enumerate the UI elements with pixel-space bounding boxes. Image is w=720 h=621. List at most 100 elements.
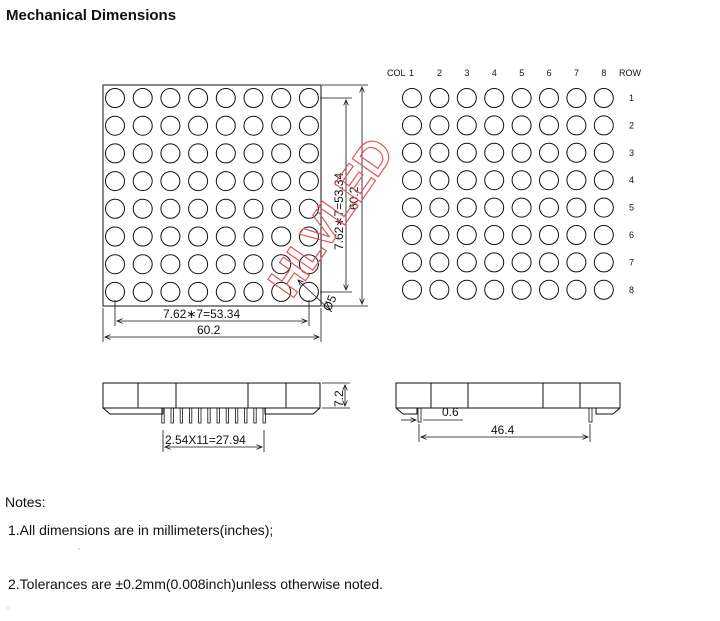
column-number: 1 — [409, 68, 414, 78]
pinout-dot — [511, 252, 532, 273]
led-dot — [243, 88, 264, 108]
led-dot-grid — [105, 88, 319, 302]
pinout-dot — [511, 197, 532, 218]
pinout-dot — [402, 279, 422, 300]
led-dot — [298, 226, 319, 247]
pinout-dot — [429, 197, 450, 218]
pin-pitch-label: 2.54X11=27.94 — [165, 433, 246, 447]
watermark-logo: HLVLED — [258, 128, 404, 306]
pinout-dot — [429, 279, 450, 300]
row-number: 7 — [629, 257, 634, 267]
pin — [207, 407, 211, 424]
pinout-dot — [484, 142, 505, 163]
led-dot — [105, 143, 125, 164]
row-number: 3 — [629, 148, 634, 158]
led-dot — [105, 254, 125, 275]
led-dot — [105, 198, 125, 219]
led-dot — [105, 88, 125, 108]
pinout-dot — [566, 279, 587, 300]
pin — [234, 407, 239, 424]
led-dot — [298, 115, 319, 136]
led-dot — [271, 88, 292, 108]
pinout-dot — [511, 225, 532, 245]
page-title: Mechanical Dimensions — [6, 7, 177, 24]
pinout-dot — [429, 142, 450, 163]
thickness-label: 7.2 — [332, 390, 346, 407]
pinout-dot — [511, 142, 532, 163]
pinout-dot — [566, 170, 587, 191]
pinout-dot — [539, 197, 559, 218]
pinout-dot — [429, 225, 450, 245]
led-dot — [215, 254, 236, 275]
pinout-dot — [593, 197, 614, 218]
led-dot — [271, 143, 292, 164]
pinout-dot — [539, 170, 559, 191]
led-dot — [298, 143, 319, 164]
led-dot — [132, 88, 153, 108]
pinout-dot — [539, 142, 559, 163]
led-dot — [271, 254, 292, 275]
led-dot — [215, 115, 236, 136]
column-number: 6 — [547, 68, 552, 78]
led-dot — [271, 171, 292, 192]
front-view: 7.62∗7=53.34 60.2 7.62∗7=53.34 60.2 Ø5 — [102, 84, 368, 342]
led-dot — [243, 198, 264, 219]
pin-span-label: 46.4 — [491, 423, 515, 437]
led-dot — [160, 143, 181, 164]
pinout-dot — [402, 142, 422, 163]
led-dot — [132, 143, 153, 164]
pinout-dot — [593, 142, 614, 163]
pinout-dot — [539, 225, 559, 245]
pinout-dot — [429, 170, 450, 191]
led-dot — [215, 88, 236, 108]
led-dot — [105, 281, 125, 302]
pinout-dot — [566, 197, 587, 218]
pin — [253, 407, 257, 424]
pinout-dot — [456, 142, 477, 163]
row-number: 4 — [629, 175, 634, 185]
led-dot — [160, 171, 181, 192]
led-dot — [188, 254, 209, 275]
column-number: 8 — [601, 68, 606, 78]
pin — [216, 407, 220, 424]
pinout-dot — [484, 252, 505, 273]
led-dot — [160, 115, 181, 136]
pitch-horizontal-label: 7.62∗7=53.34 — [163, 307, 240, 321]
led-dot — [243, 254, 264, 275]
pin — [225, 407, 229, 424]
row-number: 2 — [629, 120, 634, 130]
led-dot — [298, 88, 319, 108]
pinout-dot — [566, 142, 587, 163]
pinout-dot — [511, 170, 532, 191]
pin — [262, 407, 266, 424]
led-dot — [132, 254, 153, 275]
pinout-dot — [402, 197, 422, 218]
width-label: 60.2 — [197, 323, 221, 337]
pinout-dot — [456, 88, 477, 108]
led-dot — [132, 226, 153, 247]
led-dot — [243, 171, 264, 192]
led-dot — [160, 226, 181, 247]
pinout-dot — [593, 279, 614, 300]
led-dot — [271, 198, 292, 219]
column-number: 7 — [574, 68, 579, 78]
pinout-dot — [593, 115, 614, 136]
pinout-dot — [456, 197, 477, 218]
pinout-dot — [484, 88, 505, 108]
led-dot — [298, 171, 319, 192]
led-dot — [215, 198, 236, 219]
led-dot — [215, 143, 236, 164]
pinout-dot — [566, 115, 587, 136]
led-dot — [132, 198, 153, 219]
led-dot — [132, 171, 153, 192]
pinout-dot — [484, 279, 505, 300]
side-view-right: 0.6 46.4 — [395, 382, 621, 442]
led-dot — [160, 281, 181, 302]
pinout-dot — [484, 115, 505, 136]
pin-row — [161, 407, 266, 424]
column-number: 5 — [519, 68, 524, 78]
pinout-dot — [402, 170, 422, 191]
pinout-dot — [511, 88, 532, 108]
